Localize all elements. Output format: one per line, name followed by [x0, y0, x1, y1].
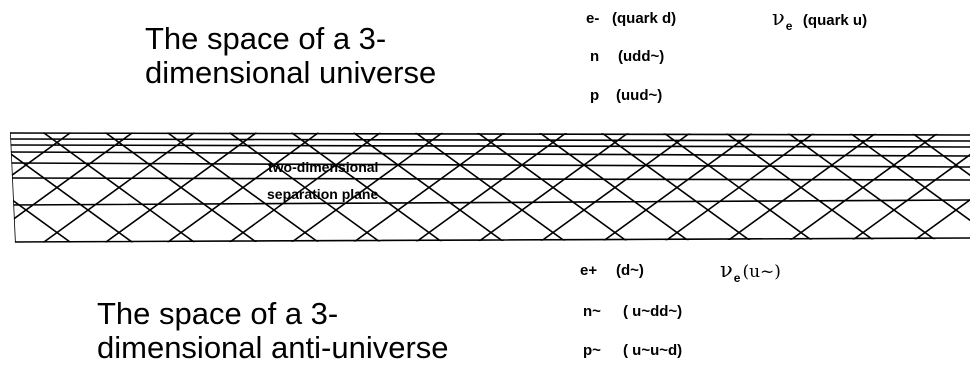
grid-diagonal-line — [911, 132, 970, 243]
particle-quark: ( u~dd~) — [623, 303, 683, 320]
particle-symbol: p — [590, 87, 600, 104]
particle-quark: (uud~) — [616, 87, 663, 104]
antiparticle-neutron: n~ ( u~dd~) — [583, 303, 682, 321]
particle-neutrino: νe (quark u) — [772, 6, 868, 33]
particle-quark: (d~) — [616, 262, 644, 279]
universe-title: The space of a 3- dimensional universe — [145, 22, 436, 90]
anti-universe-title: The space of a 3- dimensional anti-unive… — [97, 297, 449, 365]
grid-diagonal-line — [167, 132, 319, 243]
grid-diagonal-line — [849, 132, 970, 243]
grid-diagonal-line — [10, 132, 71, 243]
antiparticle-positron: e+ (d~) — [580, 262, 644, 280]
particle-symbol: p~ — [583, 342, 601, 359]
particle-quark: ( u~u~d) — [623, 342, 683, 359]
grid-horizontal-line — [10, 162, 970, 168]
grid-horizontal-line — [10, 199, 970, 206]
grid-diagonal-line — [663, 132, 815, 243]
grid-diagonal-line — [353, 132, 505, 243]
grid-horizontal-line — [10, 132, 970, 136]
grid-diagonal-line — [415, 132, 567, 243]
grid-diagonal-line — [725, 132, 877, 243]
particle-quark: (udd~) — [618, 48, 665, 65]
grid-diagonal-line — [229, 132, 381, 243]
grid-diagonal-line — [911, 132, 970, 243]
particle-symbol: n~ — [583, 303, 601, 320]
neutrino-quark: (u~) — [742, 262, 781, 282]
neutrino-quark: (quark u) — [802, 12, 868, 29]
grid-horizontal-line — [10, 151, 970, 157]
particle-electron: e- (quark d) — [586, 10, 676, 28]
grid-horizontal-line — [10, 144, 970, 148]
particle-symbol: e- — [586, 10, 600, 27]
particle-neutron: n (udd~) — [590, 48, 664, 66]
particle-symbol: e+ — [580, 262, 598, 279]
universe-title-line1: The space of a 3- — [145, 21, 387, 56]
grid-diagonal-line — [539, 132, 691, 243]
grid-diagonal-line — [105, 132, 257, 243]
particle-quark: (quark d) — [612, 10, 677, 27]
grid-diagonal-line — [477, 132, 629, 243]
grid-diagonal-line — [43, 132, 195, 243]
grid-diagonal-line — [787, 132, 939, 243]
neutrino-subscript: e — [733, 271, 741, 285]
grid-edge-line — [10, 132, 16, 243]
universe-title-line2: dimensional universe — [145, 55, 437, 90]
particle-symbol: n — [590, 48, 600, 65]
neutrino-subscript: e — [785, 19, 793, 33]
separation-plane-label-line2: separation plane — [267, 186, 379, 202]
separation-plane-label-line1: two-dimensional — [268, 159, 379, 175]
grid-diagonal-line — [10, 132, 71, 243]
neutrino-symbol: ν — [720, 258, 733, 282]
anti-universe-title-line2: dimensional anti-universe — [97, 330, 449, 365]
grid-horizontal-line — [10, 138, 970, 142]
neutrino-symbol: ν — [772, 6, 785, 30]
anti-universe-title-line1: The space of a 3- — [97, 296, 339, 331]
grid-diagonal-line — [10, 132, 133, 243]
grid-diagonal-line — [601, 132, 753, 243]
grid-diagonal-line — [291, 132, 443, 243]
particle-proton: p (uud~) — [590, 87, 662, 105]
antiparticle-proton: p~ ( u~u~d) — [583, 342, 682, 360]
grid-horizontal-line — [10, 237, 970, 243]
antiparticle-neutrino: νe(u~) — [720, 258, 781, 285]
grid-diagonal-line — [849, 132, 970, 243]
grid-horizontal-line — [10, 177, 970, 181]
